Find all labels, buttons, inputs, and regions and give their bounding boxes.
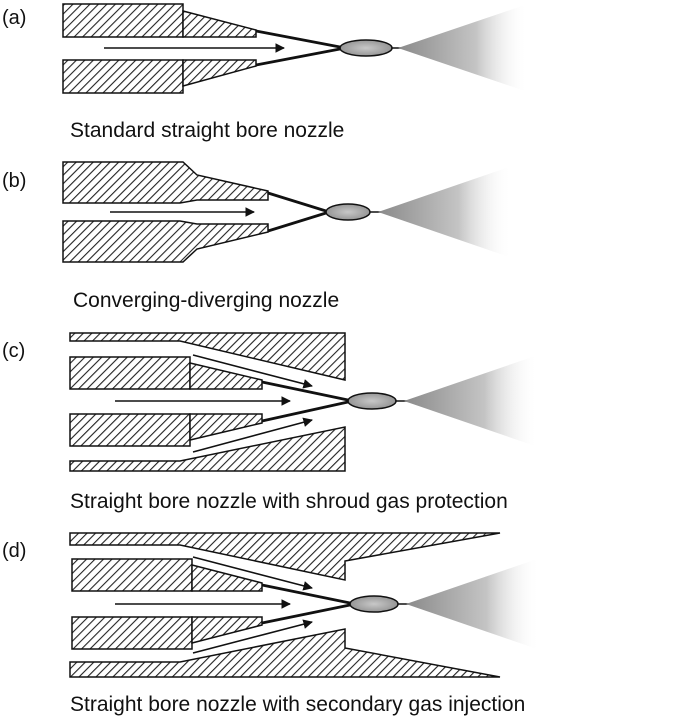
panel-d-upper-block (71, 558, 193, 592)
panel-b-label: (b) (2, 170, 26, 192)
panel-d-lower-bore (191, 616, 263, 644)
panel-a-spray-plume (398, 4, 528, 92)
panel-d-lower-block (71, 616, 193, 650)
panel-c-jet-lower (261, 400, 349, 423)
panel-c-jet-upper (261, 380, 349, 402)
panel-b-upper-block (62, 161, 269, 204)
panel-d-housing-lower (69, 628, 501, 678)
panel-a-caption: Standard straight bore nozzle (70, 119, 344, 142)
panel-a-lower-block (62, 59, 184, 94)
panel-c-spray-plume (404, 355, 538, 447)
panel-b-particle (325, 203, 371, 221)
panel-c-shroud-lower (69, 426, 346, 472)
panel-b-jet-lower (267, 211, 327, 233)
panel-d-caption: Straight bore nozzle with secondary gas … (70, 693, 525, 716)
panel-b-caption: Converging-diverging nozzle (73, 289, 339, 312)
panel-a: (a) Standard straight bore nozzle (2, 3, 528, 142)
panel-c-shroud (69, 332, 346, 472)
panel-d-spray-plume (406, 558, 540, 650)
panel-d-label: (d) (2, 540, 26, 562)
panel-d-upper-bore (191, 564, 263, 592)
panel-a-particle (339, 39, 393, 57)
panel-d-housing-upper (69, 532, 501, 581)
panel-c-particle (347, 392, 397, 410)
panel-d-jet-lower (261, 603, 351, 625)
panel-c-upper-block (69, 356, 191, 390)
panel-d-secondary-arrow-lower (192, 619, 313, 654)
panel-c-shroud-upper (69, 332, 346, 381)
panel-a-lower-bore (182, 59, 257, 87)
panel-d-secondary-arrow-upper (192, 556, 313, 591)
panel-c-label: (c) (2, 340, 25, 362)
panel-b-spray-plume (378, 166, 512, 258)
panel-b-jet-upper (267, 191, 327, 213)
panel-d-secondary-housing (69, 532, 501, 678)
panel-d-nozzle-body (71, 558, 263, 650)
panel-a-label: (a) (2, 7, 26, 29)
panel-c-caption: Straight bore nozzle with shroud gas pro… (70, 490, 508, 513)
panel-c-upper-bore (189, 362, 263, 390)
panel-c: (c) Straight bore nozzle with shroud gas… (2, 332, 538, 513)
panel-c-shroud-arrow-upper (192, 354, 313, 389)
panel-c-lower-block (69, 413, 191, 447)
panel-d-jet-upper (261, 583, 351, 605)
panel-a-jet-lower (255, 47, 341, 67)
panel-a-upper-block (62, 3, 184, 38)
panel-c-lower-bore (189, 413, 263, 441)
panel-b-nozzle-body (62, 161, 269, 263)
panel-b: (b) Converging-diverging nozzle (2, 161, 512, 312)
panel-c-nozzle-body (69, 356, 263, 447)
panel-a-jet-upper (255, 29, 341, 49)
panel-b-lower-block (62, 220, 269, 263)
panel-c-shroud-arrow-lower (192, 417, 313, 453)
panel-a-nozzle-body (62, 3, 257, 94)
panel-a-upper-bore (182, 10, 257, 38)
panel-d: (d) Straight bore nozzle with secondary … (2, 532, 540, 716)
panel-d-particle (349, 595, 399, 613)
